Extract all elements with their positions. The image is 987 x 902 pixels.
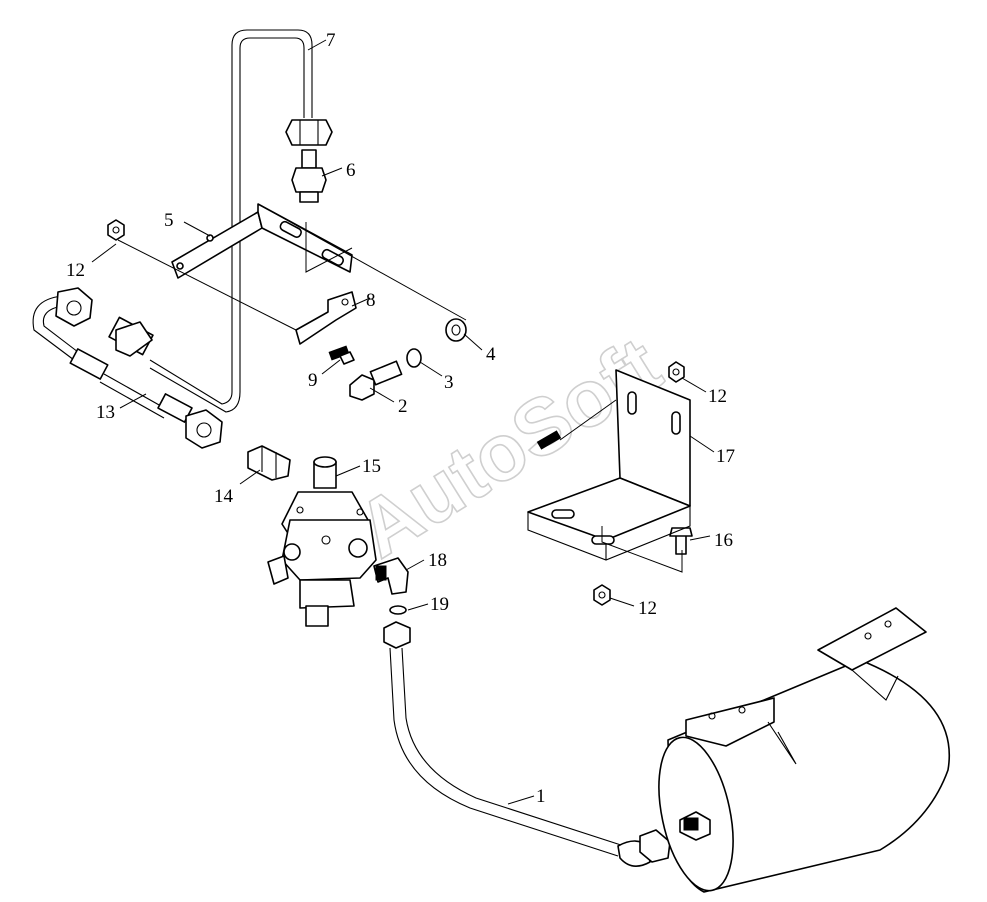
callout-12-right: 12 [708,386,727,407]
callout-3: 3 [444,372,454,393]
bolt-2 [349,360,403,401]
callout-7: 7 [326,30,336,51]
callout-12-bottom: 12 [638,598,657,619]
callout-16: 16 [714,530,733,551]
leader-lines [91,39,715,805]
callout-15: 15 [362,456,381,477]
washer-3 [406,348,422,368]
rigid-tube-7 [149,29,313,413]
bracket-5 [171,203,353,279]
callout-17: 17 [716,446,735,467]
callout-18: 18 [428,550,447,571]
adapter-14 [247,445,291,481]
callout-12-left: 12 [66,260,85,281]
callout-6: 6 [346,160,356,181]
air-tank [658,607,950,893]
washer-4 [445,318,467,342]
clamp-8 [295,291,357,345]
callout-5: 5 [164,210,174,231]
o-ring-19 [389,605,407,615]
callout-2: 2 [398,396,408,417]
callout-8: 8 [366,290,376,311]
callout-9: 9 [308,370,318,391]
nut-12-right [668,361,685,383]
callout-13: 13 [96,402,115,423]
regulator-valve-15 [267,456,377,627]
nut-12-bottom [593,584,611,606]
callout-4: 4 [486,344,496,365]
hose-assembly-13 [32,287,223,449]
callout-labels: 7 6 5 12 8 4 3 9 2 13 14 15 12 17 16 12 … [66,30,735,807]
nut-12-left [107,219,125,241]
elbow-fitting-18 [373,557,409,595]
angle-bracket-17 [527,369,691,573]
bolt-9 [328,345,355,365]
callout-1: 1 [536,786,546,807]
flexible-hose-1 [383,621,671,867]
bolt-16 [669,527,693,555]
callout-19: 19 [430,594,449,615]
callout-14: 14 [214,486,234,507]
fitting-6 [285,119,333,203]
